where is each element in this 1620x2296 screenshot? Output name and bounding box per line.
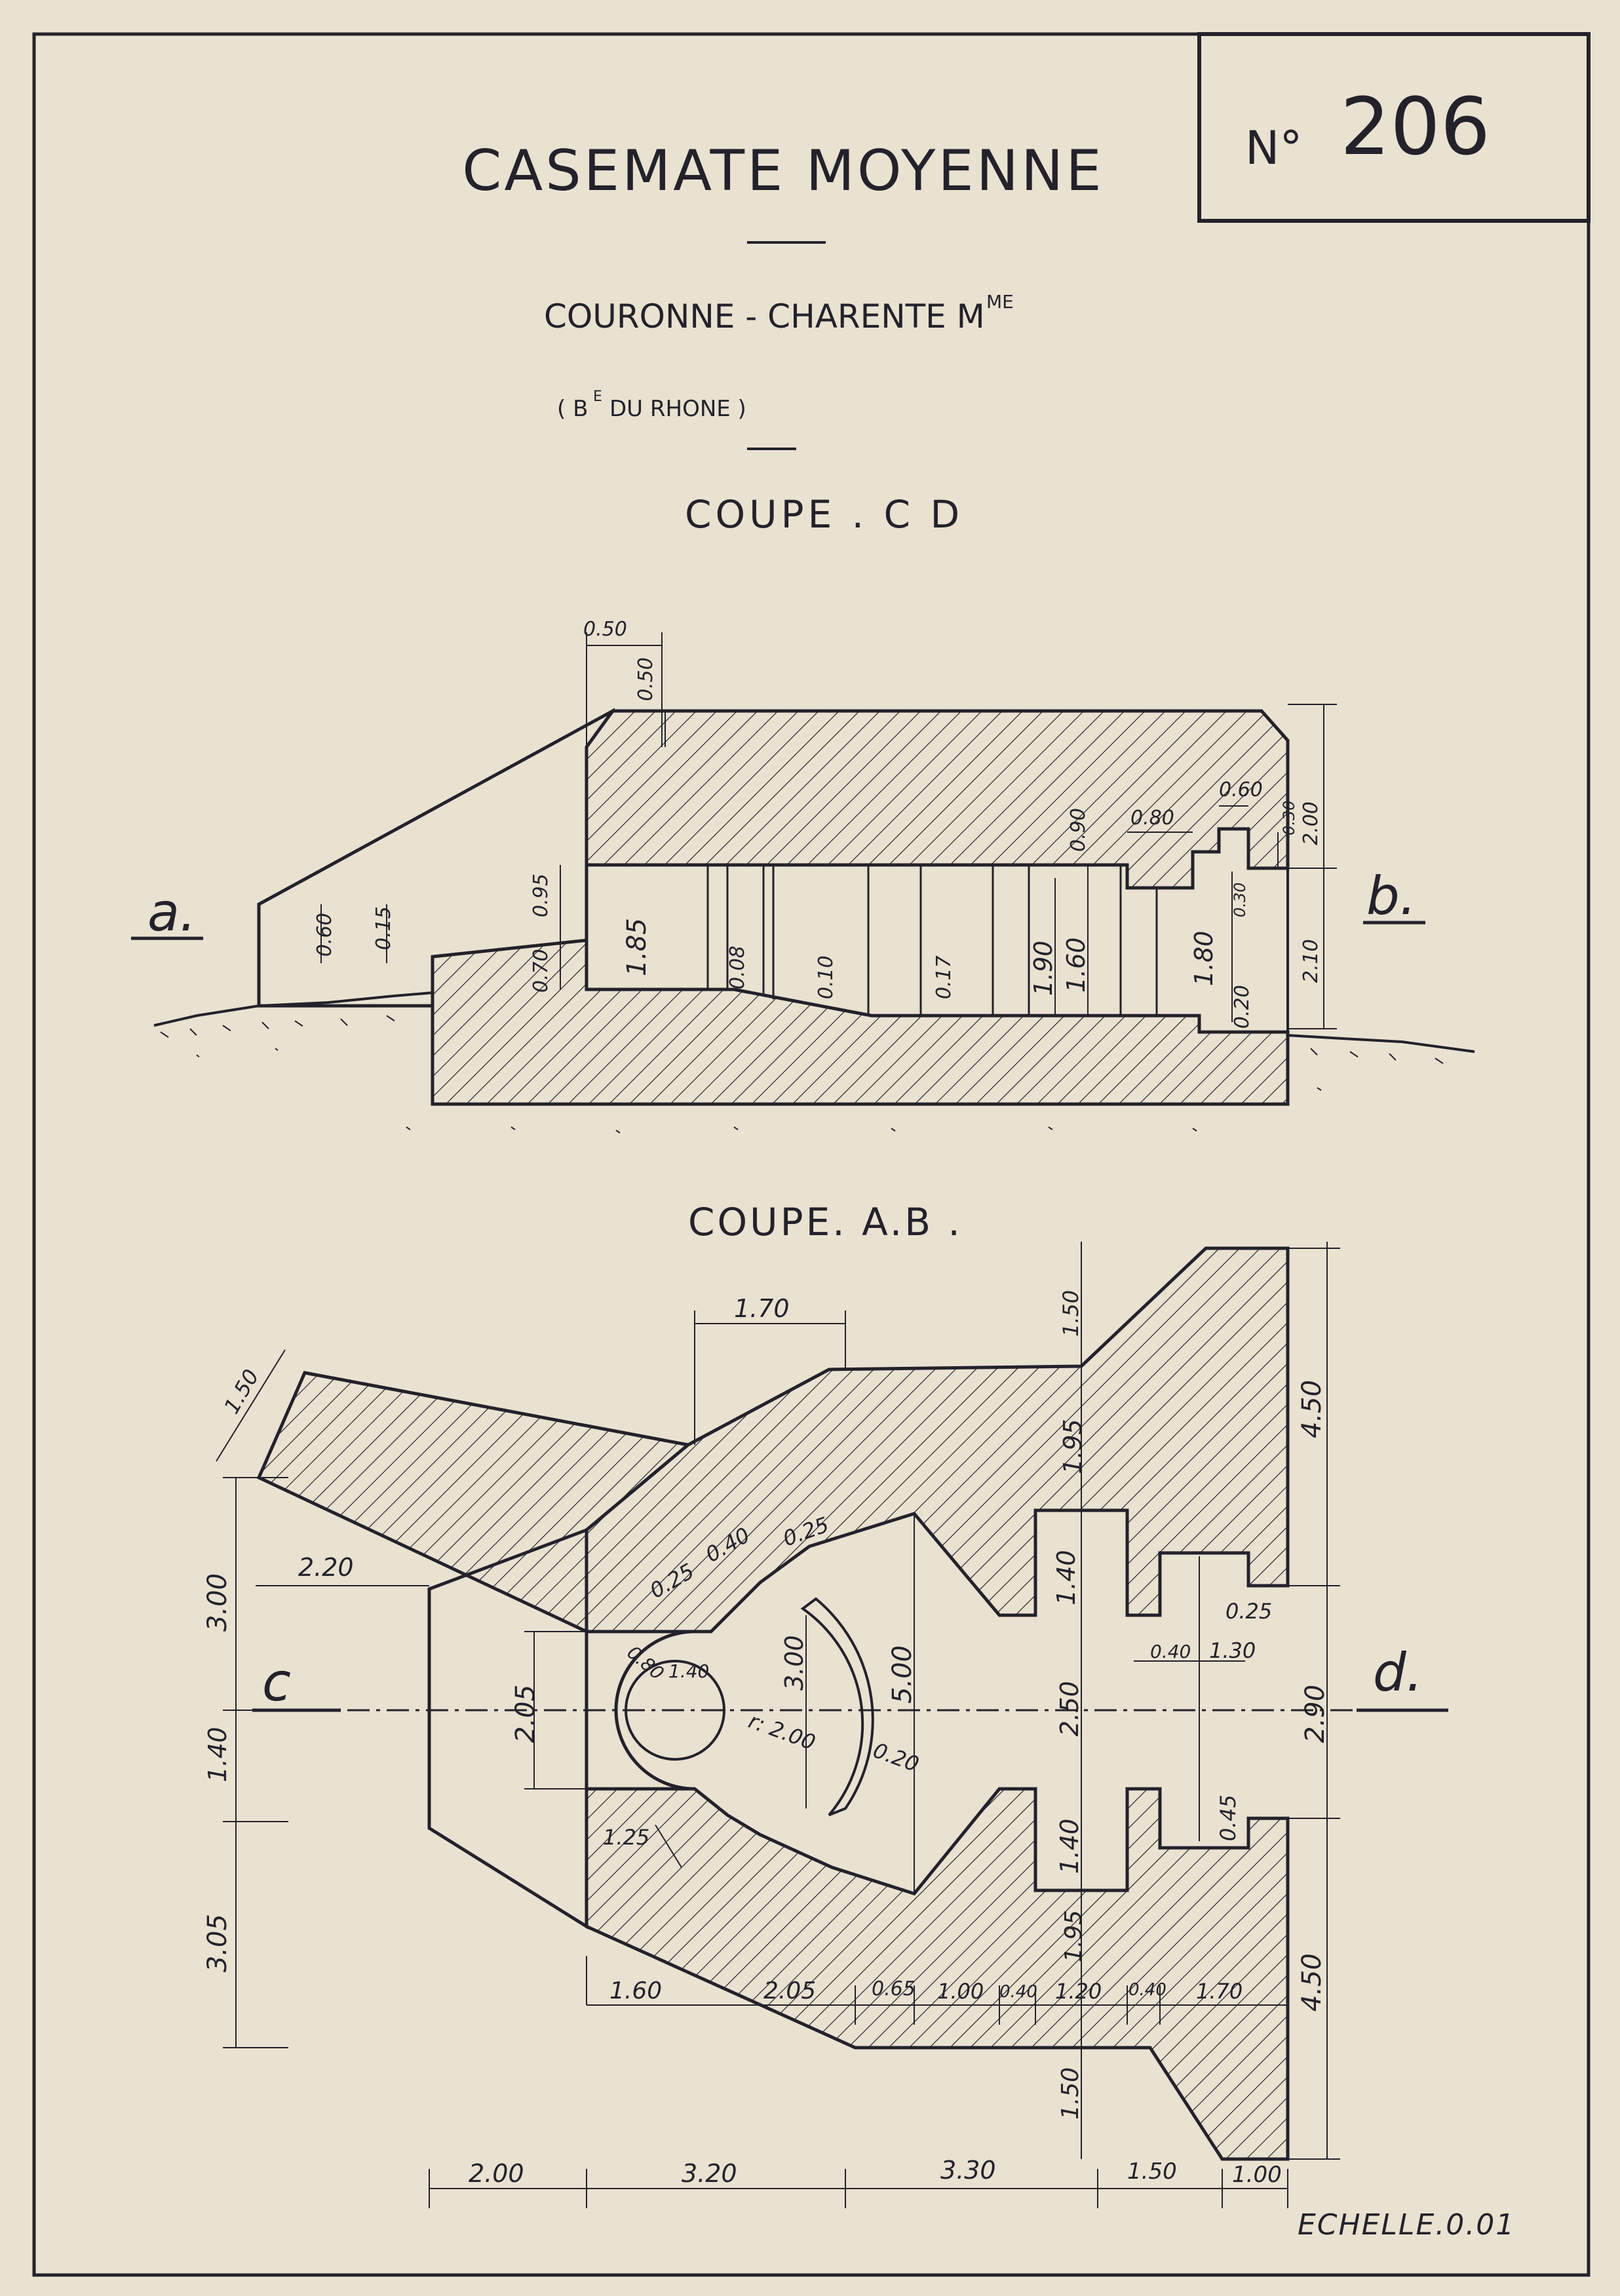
dim-ab-205: 2.05 [511,1685,541,1743]
dim-ab-300b: 3.00 [780,1635,809,1691]
scale-note: ECHELLE.0.01 [1298,2208,1515,2242]
dim-ab-200: 2.00 [469,2159,524,2188]
dim-ab-040d: 0.40 [1128,1980,1167,2000]
ground-line-left [153,991,433,1027]
sublocation-superscript: E [593,389,602,405]
dim-ab-150c: 1.50 [1057,2067,1084,2120]
gun-rail-arc [800,1597,874,1816]
dim-ab-040b: 0.40 [1150,1641,1191,1662]
dim-cd-015: 0.15 [372,906,395,950]
dim-ab-195a: 1.95 [1058,1419,1087,1474]
dim-ab-025c: 0.25 [1225,1599,1272,1624]
number-prefix: N° [1245,121,1302,175]
roof-slab [585,709,1290,890]
section-cd-title: COUPE . C D [685,492,963,537]
dim-ab-250: 2.50 [1055,1681,1084,1736]
dim-cd-080: 0.80 [1130,807,1174,830]
dim-ab-150d: 1.50 [1127,2158,1177,2185]
dim-cd-190: 1.90 [1029,940,1058,996]
cut-label-c: c [262,1652,291,1713]
section-ab: c d. 1.50 1.70 1.50 1.95 4.50 3.00 2.20 … [202,1242,1448,2208]
sublocation-open: ( B [557,396,588,422]
page-frame [32,32,1591,2277]
dim-ab-065: 0.65 [872,1978,916,2000]
dim-cd-060b: 0.60 [1219,778,1263,801]
dim-ab-125: 1.25 [603,1825,649,1850]
dim-ab-045: 0.45 [1216,1795,1241,1841]
cut-label-b: b. [1366,866,1416,927]
dim-ab-160: 1.60 [609,1978,662,2004]
dim-ab-140d: 1.40 [1055,1818,1084,1874]
cut-label-a: a. [147,882,196,943]
drawing-number: 206 [1340,82,1490,173]
dim-ab-305: 3.05 [202,1914,233,1972]
sublocation-rest: DU RHONE ) [609,396,746,422]
dim-ab-450b: 4.50 [1297,1953,1327,2012]
dim-ab-170: 1.70 [734,1294,790,1323]
dim-cd-030: 0.30 [1280,801,1298,835]
dim-cd-185: 1.85 [622,918,652,976]
dim-cd-030b: 0.30 [1231,883,1249,917]
dim-cd-008: 0.08 [726,946,749,989]
lower-wall [585,1787,1290,2161]
dim-ab-100: 1.00 [937,1979,984,2004]
cut-label-d: d. [1373,1642,1423,1703]
dim-cd-top-width: 0.50 [583,618,627,641]
interior-lines [706,865,1122,1016]
dim-cd-200: 2.00 [1300,801,1322,845]
front-outline [427,1527,588,1930]
dim-ab-300a: 3.00 [202,1573,233,1632]
dim-ab-150a: 1.50 [219,1365,264,1418]
dim-ab-500: 5.00 [887,1645,917,1704]
dim-cd-180: 1.80 [1189,930,1218,986]
dim-cd-020: 0.20 [1231,985,1254,1029]
dim-cd-017: 0.17 [933,955,955,999]
dim-ab-330: 3.30 [940,2156,996,2185]
dim-ab-220: 2.20 [298,1553,354,1582]
dim-ab-150b: 1.50 [1058,1290,1083,1337]
location-text: COURONNE - CHARENTE M [544,297,985,335]
dim-cd-top-height: 0.50 [634,657,657,701]
dim-ab-140b: 1.40 [203,1727,232,1782]
dim-ab-140a: 1.40 [1052,1550,1081,1605]
dim-ab-130: 1.30 [1209,1638,1256,1663]
dim-ab-195b: 1.95 [1060,1910,1087,1962]
dimension-lines-ab [216,1242,1340,2208]
ground-line-right [1287,1034,1475,1053]
number-box [1197,32,1591,223]
dim-cd-095: 0.95 [530,873,552,917]
dim-ab-140c: 1.40 [668,1660,709,1682]
ground-texture [160,1015,1444,1134]
dim-ab-120: 1.20 [1055,1979,1102,2004]
dim-cd-070: 0.70 [530,949,552,993]
dim-ab-290: 2.90 [1300,1685,1330,1743]
dim-cd-010: 0.10 [815,955,838,999]
section-ab-title: COUPE. A.B . [688,1200,963,1244]
dim-ab-170b: 1.70 [1196,1979,1243,2004]
dim-ab-r200: r: 2.00 [745,1708,819,1755]
location-superscript: ME [986,291,1014,313]
page-title: CASEMATE MOYENNE [462,138,1104,204]
dimension-lines-cd [320,632,1337,1029]
dim-ab-100b: 1.00 [1232,2162,1282,2188]
dim-cd-210: 2.10 [1300,939,1322,983]
dim-ab-040c: 0.40 [999,1982,1037,2002]
dim-ab-205b: 2.05 [763,1978,816,2004]
interior-outline [585,865,1289,1033]
upper-wall [585,1246,1290,1634]
dim-cd-060: 0.60 [313,913,336,957]
dim-cd-160: 1.60 [1062,937,1090,993]
dim-ab-320: 3.20 [682,2159,737,2188]
dim-cd-090: 0.90 [1067,808,1090,852]
section-cd: a. b. 0.50 0.50 0.60 0.15 0.95 0.70 1.85… [131,618,1475,1134]
dim-ab-450a: 4.50 [1297,1380,1327,1438]
